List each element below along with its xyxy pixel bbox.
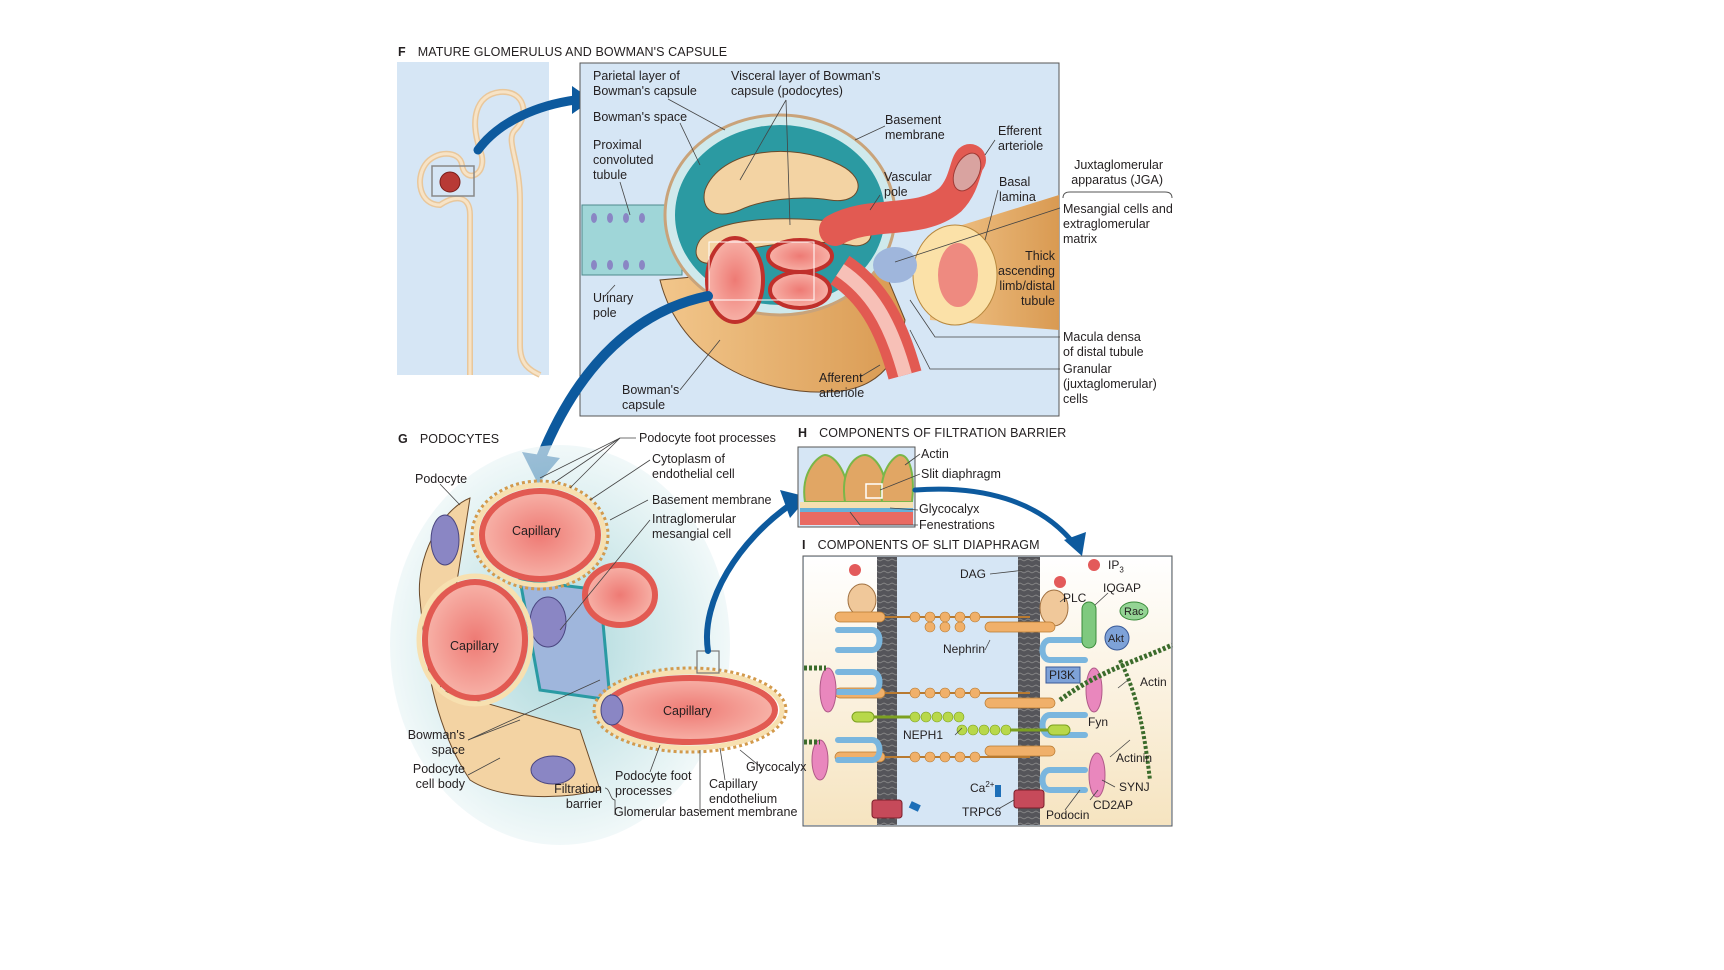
panel-f-title-text: MATURE GLOMERULUS AND BOWMAN'S CAPSULE [417, 45, 728, 59]
filtration-barrier-illustration [797, 446, 1086, 556]
label-capillary-endothelium: Capillary endothelium [709, 777, 778, 806]
leader-lines-f [604, 98, 1061, 391]
label-glycocalyx-h: Glycocalyx [919, 502, 980, 516]
label-nephrin: Nephrin [943, 642, 986, 656]
label-mesangial-cells: Mesangial cells and extraglomerular matr… [1063, 202, 1173, 246]
label-vascular-pole: Vascular pole [884, 170, 932, 199]
label-bowmans-space: Bowman's space [593, 110, 688, 124]
label-capillary-1: Capillary [512, 524, 561, 538]
label-bowmans-space-g: Bowman's space [407, 728, 465, 757]
label-podocin: Podocin [1046, 808, 1090, 822]
leader-lines-h [849, 453, 921, 526]
panel-i-letter: I [802, 538, 806, 552]
panel-h-title-text: COMPONENTS OF FILTRATION BARRIER [819, 426, 1067, 440]
label-basal-lamina: Basal lamina [999, 175, 1036, 204]
label-thick-ascending-limb: Thick ascending limb/distal tubule [998, 249, 1055, 308]
panel-f-letter: F [398, 45, 406, 59]
glomerulus-illustration [522, 62, 1060, 484]
podocyte-illustration [390, 445, 808, 845]
label-macula-densa: Macula densa of distal tubule [1063, 330, 1144, 359]
zoom-arrow-h [704, 502, 793, 654]
label-afferent-arteriole: Afferent arteriole [819, 371, 865, 400]
label-trpc6: TRPC6 [962, 805, 1002, 819]
label-neph1: NEPH1 [903, 728, 944, 742]
panel-h-title: H COMPONENTS OF FILTRATION BARRIER [798, 426, 1066, 440]
label-intraglomerular-mesangial: Intraglomerular mesangial cell [652, 512, 737, 541]
label-capillary-2: Capillary [450, 639, 499, 653]
zoom-arrow-i [912, 486, 1078, 548]
label-fenestrations: Fenestrations [919, 518, 995, 532]
panel-g-title-text: PODOCYTES [419, 432, 500, 446]
label-capillary-3: Capillary [663, 704, 712, 718]
label-foot-processes-top: Podocyte foot processes [639, 431, 776, 445]
leader-lines-i [954, 569, 1131, 811]
label-actin-i: Actin [1140, 675, 1167, 689]
label-visceral-layer: Visceral layer of Bowman's capsule (podo… [731, 69, 881, 98]
label-rac: Rac [1124, 606, 1144, 618]
label-basement-membrane: Basement membrane [885, 113, 945, 142]
label-podocyte: Podocyte [415, 472, 468, 486]
label-parietal-layer: Parietal layer of Bowman's capsule [593, 69, 697, 98]
zoom-arrow-f [473, 95, 580, 155]
label-ip3-text: IP [1108, 558, 1120, 572]
label-efferent-arteriole: Efferent arteriole [998, 124, 1044, 153]
label-ip3: IP3 [1108, 558, 1124, 577]
label-podocyte-cell-body: Podocyte cell body [412, 762, 465, 791]
label-granular-cells: Granular (juxtaglomerular) cells [1063, 362, 1157, 406]
label-ip3-sub: 3 [1119, 565, 1124, 575]
label-iqgap: IQGAP [1103, 581, 1142, 595]
label-bowmans-capsule: Bowman's capsule [622, 383, 680, 412]
label-fyn: Fyn [1088, 715, 1109, 729]
slit-diaphragm-illustration [802, 555, 1174, 827]
panel-g-letter: G [398, 432, 408, 446]
label-cd2ap: CD2AP [1093, 798, 1134, 812]
zoom-arrow-g [535, 291, 713, 465]
leader-lines-g [439, 437, 763, 815]
label-basement-membrane-g: Basement membrane [652, 493, 772, 507]
label-glycocalyx-g: Glycocalyx [746, 760, 807, 774]
label-synj: SYNJ [1119, 780, 1150, 794]
label-plc: PLC [1063, 591, 1087, 605]
label-foot-processes-bottom: Podocyte foot processes [615, 769, 692, 798]
label-urinary-pole: Urinary pole [593, 291, 634, 320]
label-calcium: Ca2+ [970, 778, 994, 795]
label-proximal-tubule: Proximal convoluted tubule [593, 138, 654, 182]
label-pi3k: PI3K [1049, 668, 1076, 682]
label-filtration-barrier: Filtration barrier [554, 782, 602, 811]
label-slit-diaphragm: Slit diaphragm [921, 467, 1001, 481]
panel-i-title: I COMPONENTS OF SLIT DIAPHRAGM [802, 538, 1040, 552]
label-akt: Akt [1108, 633, 1124, 645]
label-calcium-text: Ca [970, 781, 986, 795]
label-jga: Juxtaglomerular apparatus (JGA) [1071, 158, 1163, 187]
label-endothelial-cytoplasm: Cytoplasm of endothelial cell [652, 452, 735, 481]
panel-i-title-text: COMPONENTS OF SLIT DIAPHRAGM [817, 538, 1040, 552]
label-gbm: Glomerular basement membrane [614, 805, 798, 819]
jga-bracket [1062, 191, 1173, 199]
panel-g-title: G PODOCYTES [398, 432, 499, 446]
nephron-overview [397, 62, 592, 378]
label-dag: DAG [960, 567, 987, 581]
label-actinin: Actinin [1116, 751, 1153, 765]
label-actin-h: Actin [921, 447, 949, 461]
panel-f-title: F MATURE GLOMERULUS AND BOWMAN'S CAPSULE [398, 45, 727, 59]
label-calcium-sup: 2+ [985, 780, 995, 789]
panel-h-letter: H [798, 426, 808, 440]
